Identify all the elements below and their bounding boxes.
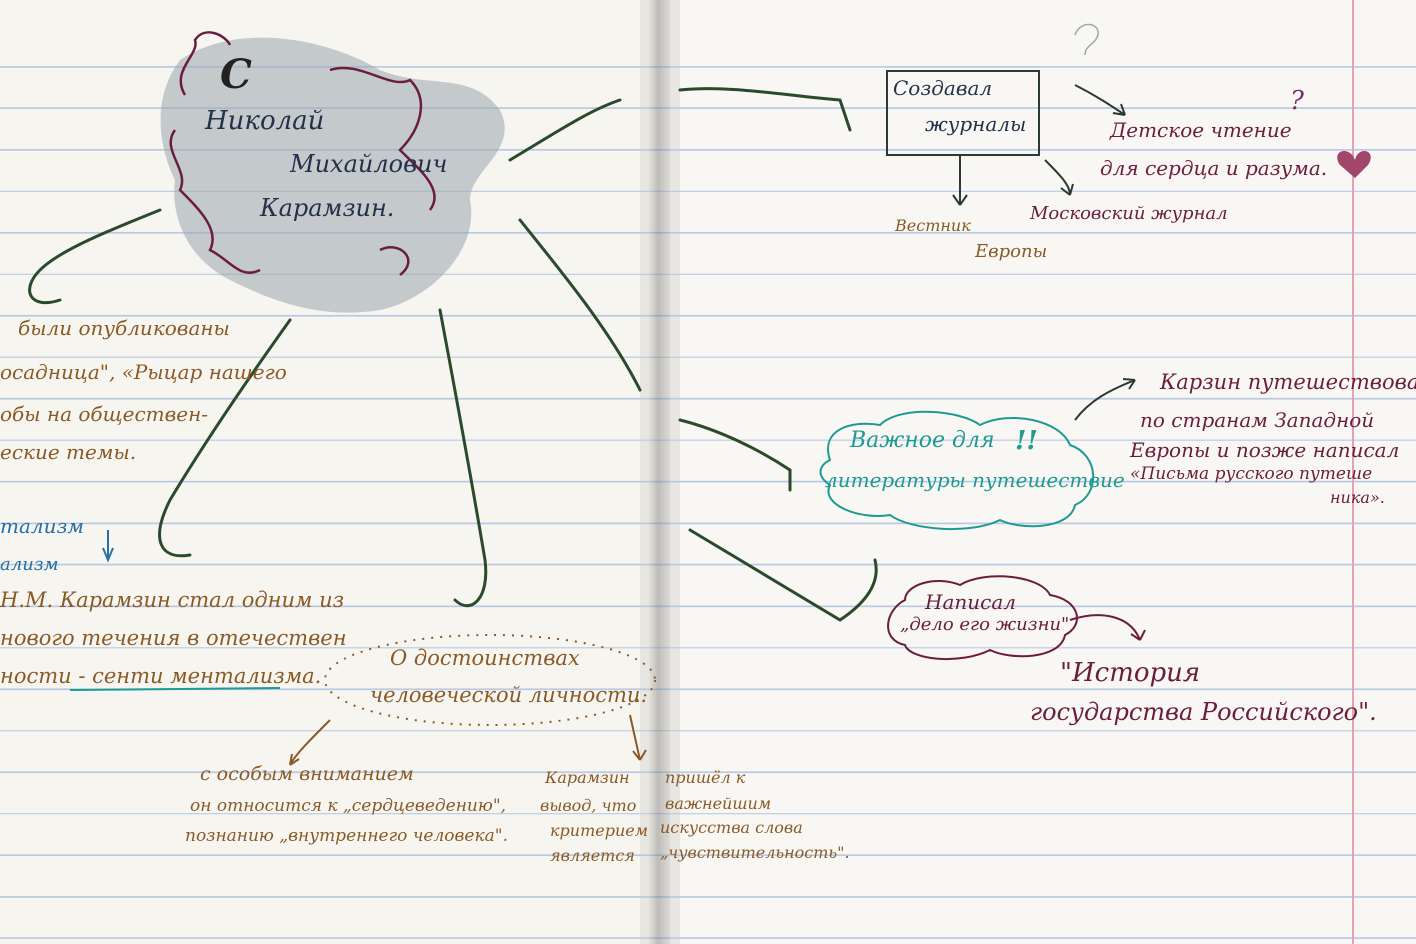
arrow-right-up xyxy=(508,98,622,162)
watercolor-blob xyxy=(160,37,505,313)
question-mark: ? xyxy=(1290,86,1304,116)
dignity-title-2: человеческой личности. xyxy=(370,683,648,707)
dignity-right-2: важнейшим xyxy=(665,794,772,813)
dignity-left-1: с особым вниманием xyxy=(200,763,414,785)
published-line-1: были опубликованы xyxy=(18,316,230,340)
travel-note-4: «Письма русского путеше xyxy=(1130,464,1373,484)
travel-cloud-line-1: Важное для xyxy=(850,428,995,453)
center-letter: С xyxy=(220,51,252,98)
vestnik-line-1: Вестник xyxy=(895,216,971,235)
travel-note-2: по странам Западной xyxy=(1140,408,1375,432)
dignity-title-1: О достоинствах xyxy=(390,646,580,670)
center-name-first: Николай xyxy=(205,106,325,136)
wavy-line-bottom xyxy=(379,246,410,276)
moscow-journal: Московский журнал xyxy=(1030,203,1228,224)
arrow-to-vestnik xyxy=(952,155,968,206)
founder-line-1: Н.М. Карамзин стал одним из xyxy=(0,588,345,612)
travel-cloud xyxy=(819,410,1095,530)
sentimentalism-underline xyxy=(69,687,281,691)
travel-note-1: Карзин путешествовал xyxy=(1160,370,1416,394)
wavy-line-right xyxy=(329,66,436,211)
arrow-to-travel-note xyxy=(1074,378,1136,421)
arrow-to-travel xyxy=(678,418,792,492)
margin-line xyxy=(1352,0,1354,944)
kids-line-1: Детское чтение xyxy=(1110,118,1292,142)
founder-line-2: нового течения в отечествен xyxy=(0,626,347,650)
history-cloud-line-1: Написал xyxy=(925,590,1016,614)
arrow-to-kids xyxy=(1074,84,1126,116)
tag-line-2: ализм xyxy=(0,554,59,575)
vestnik-line-2: Европы xyxy=(975,241,1048,262)
heart-doodle xyxy=(1337,150,1371,178)
journals-box xyxy=(886,70,1040,156)
history-title-2: государства Российского". xyxy=(1030,698,1377,726)
arrow-down xyxy=(438,308,488,608)
dignity-mid-1: Карамзин xyxy=(545,768,630,787)
question-doodle xyxy=(1074,23,1099,56)
arrow-to-dignity-right xyxy=(629,714,647,761)
dignity-cloud xyxy=(324,634,656,726)
notebook-spine xyxy=(648,0,670,944)
dignity-left-2: он относится к „сердцеведению", xyxy=(190,796,507,816)
journals-box-line-1: Создавал xyxy=(893,76,993,100)
dignity-mid-4: является xyxy=(550,846,635,865)
arrow-to-journals xyxy=(678,87,852,132)
travel-marks: !! xyxy=(1015,426,1038,456)
arrow-to-history-title xyxy=(1069,614,1146,641)
center-name-patronymic: Михайлович xyxy=(290,150,448,178)
dignity-right-1: пришёл к xyxy=(665,768,746,787)
kids-line-2: для сердца и разума. xyxy=(1100,156,1328,180)
arrow-to-moscow xyxy=(1044,159,1074,196)
arrow-to-history xyxy=(688,528,878,622)
arrow-to-dignity-left xyxy=(289,719,331,766)
dignity-mid-3: критерием xyxy=(550,821,649,840)
dignity-right-4: „чувствительность". xyxy=(660,843,850,862)
wavy-line-left xyxy=(169,129,261,274)
wavy-line-top xyxy=(179,31,232,96)
history-title-1: "История xyxy=(1060,658,1201,688)
dignity-right-3: искусства слова xyxy=(660,818,803,837)
center-name-last: Карамзин. xyxy=(260,194,395,222)
published-line-4: еские темы. xyxy=(0,440,137,464)
travel-cloud-line-2: литературы путешествие xyxy=(825,468,1125,492)
arrow-left-down xyxy=(158,318,292,558)
arrow-left-up xyxy=(28,208,162,305)
travel-note-5: ника». xyxy=(1330,488,1385,507)
history-cloud xyxy=(887,575,1078,661)
founder-line-3: ности - сенти ментализма. xyxy=(0,664,322,688)
travel-note-3: Европы и позже написал xyxy=(1130,438,1400,462)
arrow-right-down xyxy=(518,218,642,392)
journals-box-line-2: журналы xyxy=(925,112,1027,136)
dignity-mid-2: вывод, что xyxy=(540,796,637,815)
tag-marker xyxy=(102,530,114,563)
dignity-left-3: познанию „внутреннего человека". xyxy=(185,826,508,846)
history-cloud-line-2: „дело его жизни" xyxy=(900,614,1070,635)
published-line-2: осадница", «Рыцар нашего xyxy=(0,360,287,384)
tag-line-1: тализм xyxy=(0,514,84,538)
published-line-3: обы на обществен- xyxy=(0,402,209,426)
